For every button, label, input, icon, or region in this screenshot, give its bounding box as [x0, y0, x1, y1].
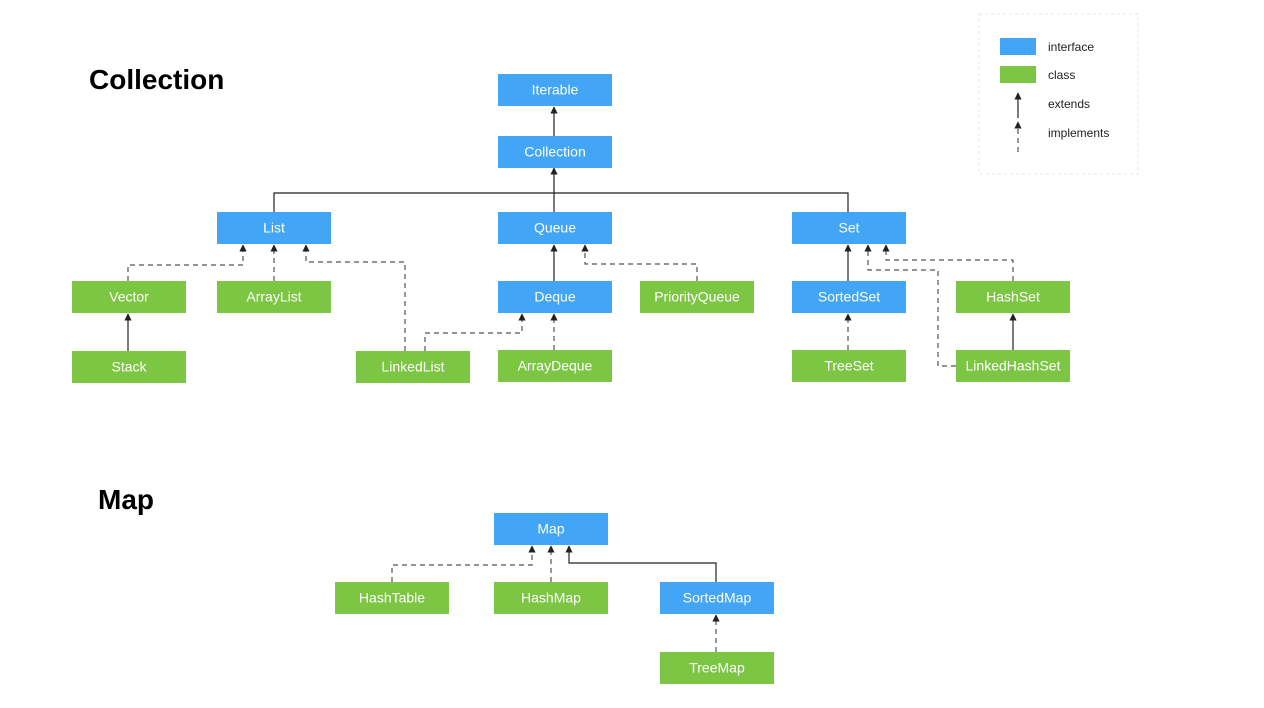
legend: interface class extends implements [978, 13, 1139, 175]
node-iterable-label: Iterable [532, 82, 579, 98]
edge-linkedhashset-set [864, 244, 956, 367]
edge-hashtable-map [391, 545, 536, 582]
node-linkedhashset-label: LinkedHashSet [966, 358, 1061, 374]
node-stack: Stack [72, 351, 186, 383]
node-arraylist: ArrayList [217, 281, 331, 313]
node-hashtable: HashTable [335, 582, 449, 614]
node-arraydeque: ArrayDeque [498, 350, 612, 382]
legend-class-label: class [1048, 68, 1075, 82]
node-set: Set [792, 212, 906, 244]
map-title: Map [98, 484, 154, 515]
legend-implements-label: implements [1048, 126, 1109, 140]
node-hashmap-label: HashMap [521, 590, 581, 606]
node-collection: Collection [498, 136, 612, 168]
node-queue-label: Queue [534, 220, 576, 236]
edge-branch-bus [273, 192, 849, 212]
node-treeset: TreeSet [792, 350, 906, 382]
legend-interface-label: interface [1048, 40, 1094, 54]
node-sortedmap: SortedMap [660, 582, 774, 614]
node-hashtable-label: HashTable [359, 590, 425, 606]
edge-hashset-set [882, 244, 1014, 281]
edge-priorityqueue-queue [581, 244, 698, 281]
edge-linkedlist-deque [424, 313, 526, 351]
node-iterable: Iterable [498, 74, 612, 106]
node-vector-label: Vector [109, 289, 149, 305]
node-linkedlist-label: LinkedList [381, 359, 444, 375]
legend-interface-swatch [1000, 38, 1036, 55]
node-sortedmap-label: SortedMap [683, 590, 752, 606]
node-deque-label: Deque [534, 289, 575, 305]
node-set-label: Set [838, 220, 859, 236]
node-map: Map [494, 513, 608, 545]
node-list-label: List [263, 220, 285, 236]
edge-sortedmap-map [565, 545, 717, 582]
node-deque: Deque [498, 281, 612, 313]
node-hashset-label: HashSet [986, 289, 1040, 305]
node-map-label: Map [537, 521, 564, 537]
node-collection-label: Collection [524, 144, 585, 160]
node-queue: Queue [498, 212, 612, 244]
legend-extends-label: extends [1048, 97, 1090, 111]
node-list: List [217, 212, 331, 244]
node-treeset-label: TreeSet [824, 358, 873, 374]
node-linkedhashset: LinkedHashSet [956, 350, 1070, 382]
legend-class-swatch [1000, 66, 1036, 83]
node-sortedset: SortedSet [792, 281, 906, 313]
node-vector: Vector [72, 281, 186, 313]
edge-vector-list [127, 244, 247, 281]
edge-linkedlist-list [302, 244, 406, 351]
node-stack-label: Stack [111, 359, 147, 375]
node-arraydeque-label: ArrayDeque [518, 358, 593, 374]
legend-box [978, 13, 1139, 175]
node-treemap: TreeMap [660, 652, 774, 684]
node-treemap-label: TreeMap [689, 660, 745, 676]
collection-title: Collection [89, 64, 224, 95]
node-hashset: HashSet [956, 281, 1070, 313]
node-priorityqueue: PriorityQueue [640, 281, 754, 313]
node-arraylist-label: ArrayList [246, 289, 301, 305]
node-sortedset-label: SortedSet [818, 289, 880, 305]
node-hashmap: HashMap [494, 582, 608, 614]
node-linkedlist: LinkedList [356, 351, 470, 383]
node-priorityqueue-label: PriorityQueue [654, 289, 740, 305]
